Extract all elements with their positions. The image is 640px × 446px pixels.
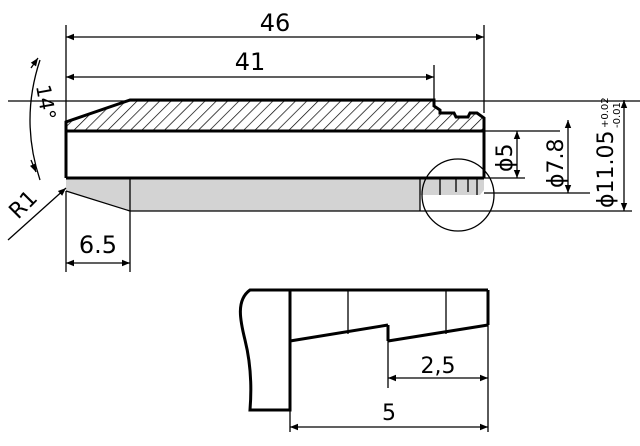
dimension-lines: [7, 33, 628, 267]
dim-mid-diameter: ϕ7.8: [544, 139, 569, 189]
dim-chamfer-length: 6.5: [79, 231, 117, 259]
hatched-section: [64, 98, 486, 133]
dim-bore-length: 41: [235, 48, 266, 76]
outer-body-lower: [65, 176, 484, 212]
dim-radius: R1: [5, 186, 43, 224]
dim-tolerance-upper: +0.02: [600, 97, 611, 128]
dim-inner-diameter: ϕ5: [493, 143, 518, 172]
dim-chamfer-angle: 14°: [31, 83, 61, 122]
dim-tolerance-lower: -0.01: [612, 102, 623, 128]
extension-lines: [8, 25, 640, 272]
dim-detail-length: 5: [382, 401, 396, 426]
dim-overall-length: 46: [260, 9, 291, 37]
dim-outer-diameter: ϕ11.05: [594, 131, 619, 209]
detail-circle: [421, 158, 495, 232]
detail-view: [238, 288, 490, 412]
bore-outline: [64, 129, 486, 178]
detail-dimension-lines: [289, 325, 489, 432]
dim-detail-groove: 2,5: [421, 354, 456, 379]
